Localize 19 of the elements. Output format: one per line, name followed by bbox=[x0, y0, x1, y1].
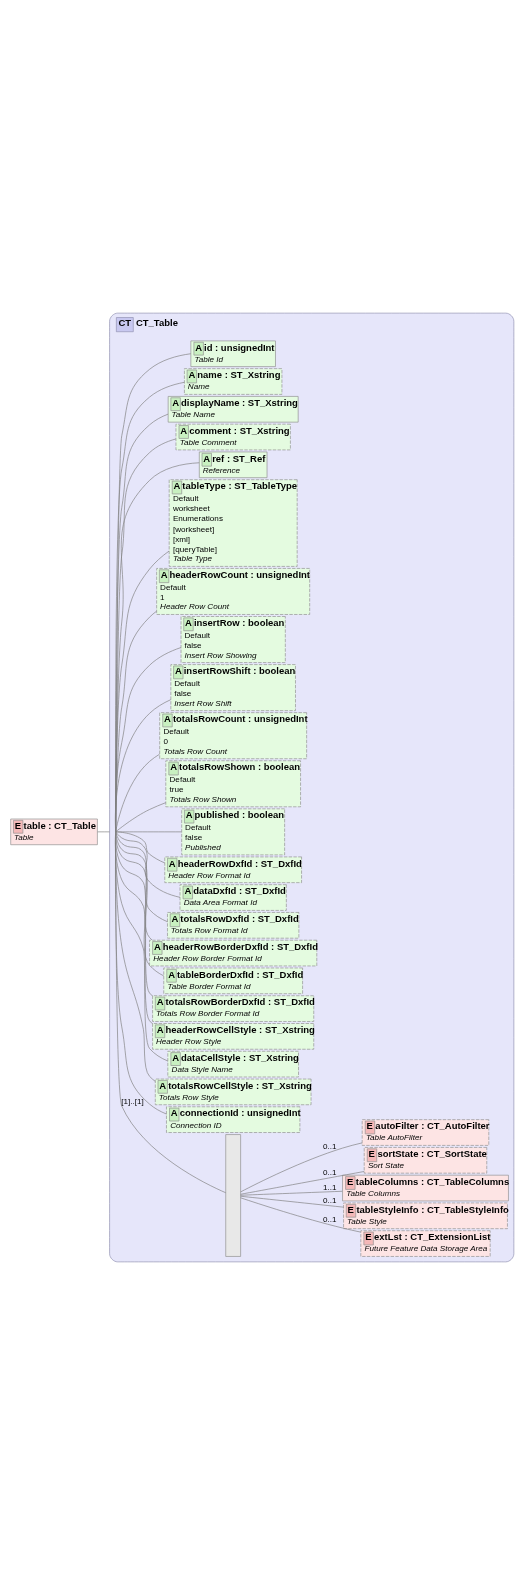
connector bbox=[115, 831, 169, 1061]
connector bbox=[115, 831, 181, 898]
connector bbox=[115, 801, 167, 832]
connector bbox=[115, 753, 160, 832]
connector bbox=[115, 461, 200, 832]
connector bbox=[115, 646, 182, 832]
connector bbox=[115, 831, 227, 1193]
connector bbox=[115, 831, 168, 922]
connector bbox=[240, 1196, 361, 1232]
connector bbox=[115, 698, 172, 832]
connector bbox=[240, 1170, 365, 1195]
connector bbox=[240, 1190, 343, 1196]
connector bbox=[115, 438, 177, 832]
connector bbox=[115, 831, 182, 832]
connector bbox=[97, 831, 110, 832]
connector bbox=[240, 1195, 344, 1207]
node-bar bbox=[225, 1133, 241, 1257]
connector bbox=[115, 831, 156, 1082]
connector bbox=[115, 831, 153, 940]
